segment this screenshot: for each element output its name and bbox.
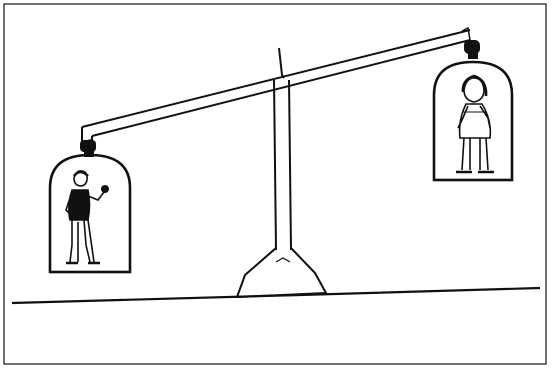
woman-figure bbox=[456, 76, 494, 172]
left-bell-jar bbox=[50, 155, 130, 272]
right-hanger-knob bbox=[464, 40, 480, 59]
man-figure bbox=[66, 171, 109, 263]
balance-beam bbox=[82, 28, 470, 142]
right-bell-jar bbox=[434, 62, 512, 180]
